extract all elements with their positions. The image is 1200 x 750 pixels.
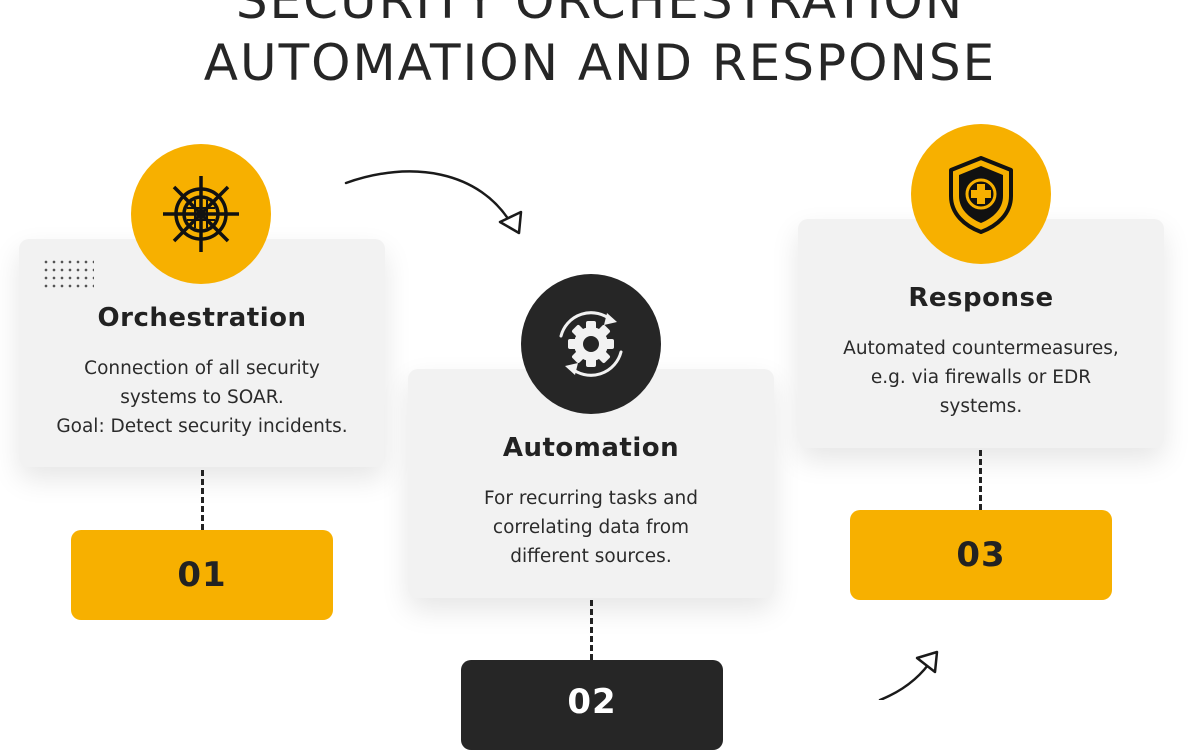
step-description-line: Goal: Detect security incidents. <box>56 416 348 437</box>
step-description-line: For recurring tasks and <box>484 488 698 509</box>
shield-plus-icon <box>949 156 1013 234</box>
step-heading: Orchestration <box>97 303 307 333</box>
step-card-automation: Automation For recurring tasks and corre… <box>408 369 774 598</box>
ship-wheel-icon <box>163 176 239 252</box>
connector-dashed-line <box>590 600 593 660</box>
step-description-line: systems to SOAR. <box>120 387 284 408</box>
shield-plus-icon-badge <box>911 124 1051 264</box>
step-number-badge: 03 <box>850 510 1112 600</box>
arrow-2-to-3 <box>878 650 939 700</box>
dot-grid-decoration <box>42 258 94 288</box>
step-description: Connection of all security systems to SO… <box>29 354 375 441</box>
step-heading: Response <box>908 283 1054 313</box>
step-card-response: Response Automated countermeasures, e.g.… <box>798 219 1164 448</box>
connector-dashed-line <box>201 470 204 530</box>
step-description-line: e.g. via firewalls or EDR <box>870 367 1092 388</box>
page-title-line-1: SECURITY ORCHESTRATION <box>235 0 965 30</box>
step-description-line: different sources. <box>510 546 672 567</box>
step-number-badge: 01 <box>71 530 333 620</box>
step-heading: Automation <box>502 433 680 463</box>
step-description-line: systems. <box>939 396 1023 417</box>
step-description: Automated countermeasures, e.g. via fire… <box>808 334 1154 421</box>
step-description-line: Connection of all security <box>84 358 320 379</box>
gear-cycle-icon <box>559 311 623 377</box>
ship-wheel-icon-badge <box>131 144 271 284</box>
page-title-line-2: AUTOMATION AND RESPONSE <box>203 34 997 92</box>
connector-dashed-line <box>979 450 982 510</box>
step-description-line: Automated countermeasures, <box>843 338 1119 359</box>
step-description-line: correlating data from <box>492 517 690 538</box>
step-description: For recurring tasks and correlating data… <box>418 484 764 571</box>
step-number-badge: 02 <box>461 660 723 750</box>
arrow-1-to-2 <box>344 170 523 235</box>
gear-cycle-icon-badge <box>521 274 661 414</box>
flow-arrows <box>344 170 939 700</box>
